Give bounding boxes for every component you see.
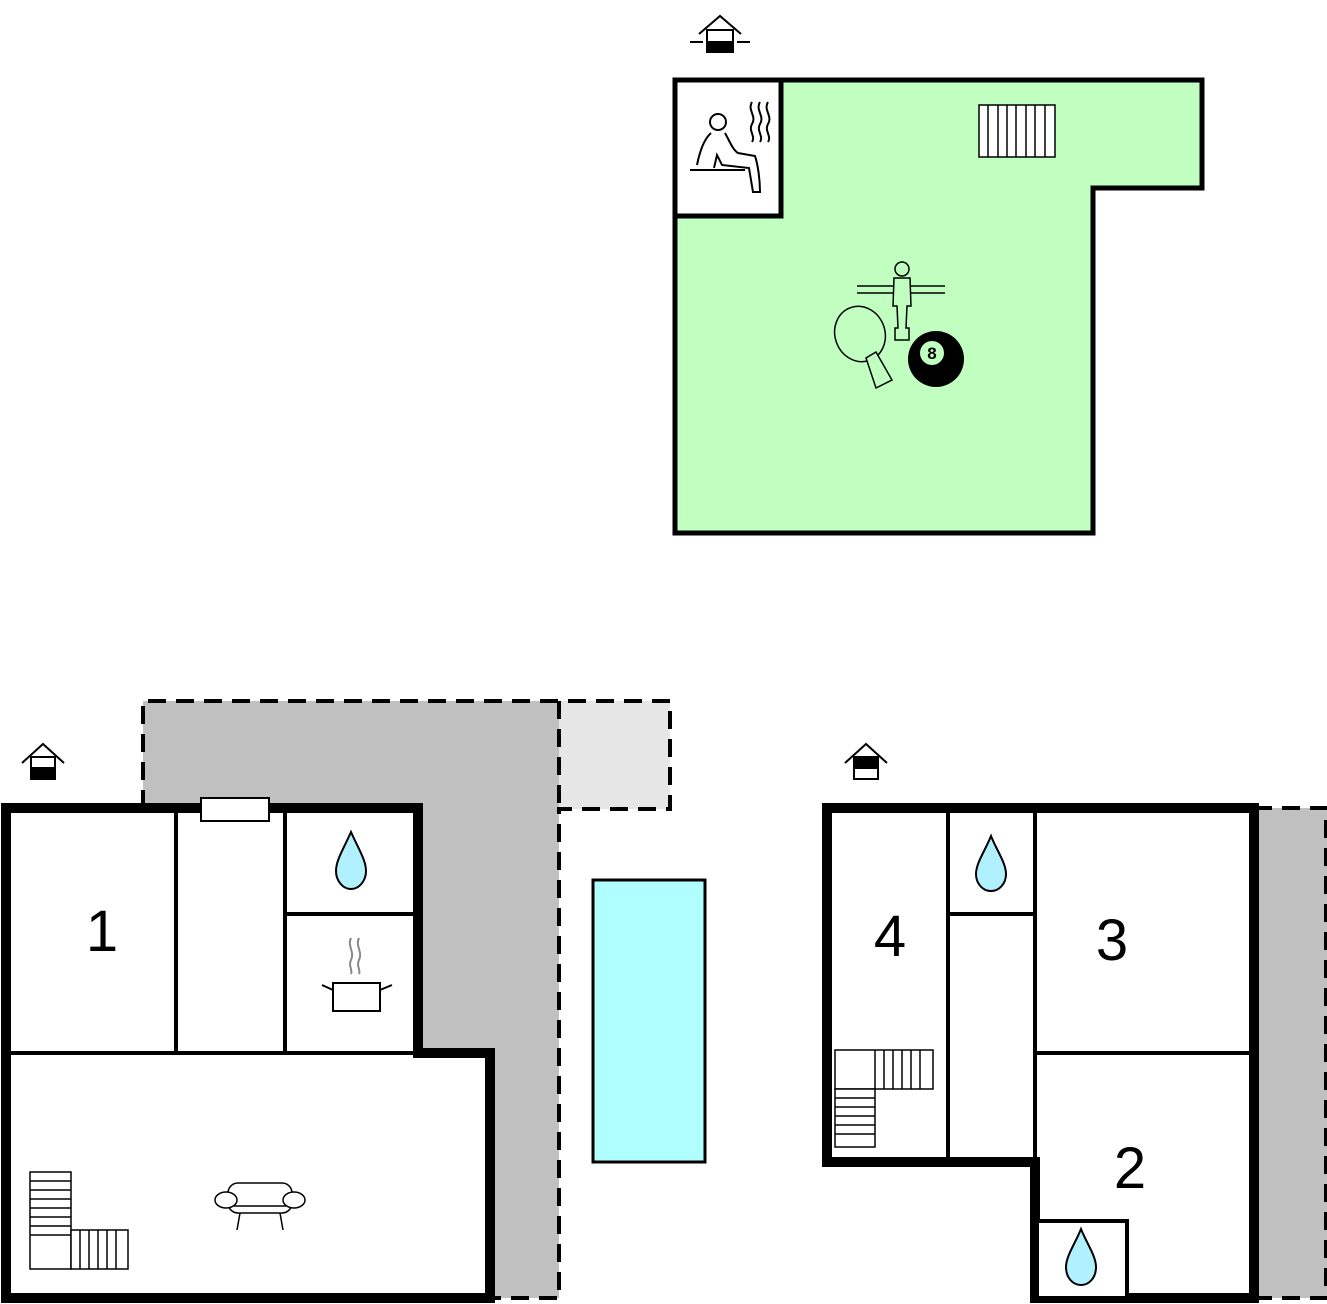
lower-right-building: 4 3 2 (822, 742, 1327, 1303)
sauna-room (672, 77, 784, 219)
swimming-pool (591, 878, 707, 1164)
stairs-icon (978, 104, 1056, 158)
terrace (143, 701, 559, 1298)
house-level-icon (690, 14, 750, 53)
house-level-icon (844, 742, 888, 780)
interior-walls (946, 808, 1254, 1162)
terrace-outline (141, 699, 672, 1300)
cooking-pot-icon (321, 937, 393, 1012)
billiard-ball-label: 8 (927, 344, 936, 363)
upper-floor: 8 (672, 14, 1205, 536)
lower-left-building: 1 (1, 699, 672, 1303)
room-3-label: 3 (1096, 908, 1128, 973)
terrace-outline (1254, 806, 1327, 1300)
room-1-label: 1 (86, 899, 118, 964)
room-2-label: 2 (1114, 1136, 1146, 1201)
sauna-icon (690, 101, 771, 193)
billiard-ball-icon: 8 (908, 331, 964, 387)
terrace (1254, 808, 1327, 1298)
water-drop-icon (334, 829, 368, 891)
window (200, 797, 270, 822)
terrace-light (559, 701, 670, 809)
stairs-icon (29, 1171, 129, 1270)
upper-floor-area (672, 77, 1205, 536)
water-drop-icon (1064, 1226, 1098, 1287)
house-level-icon (21, 742, 65, 780)
room-4-label: 4 (874, 904, 906, 969)
water-drop-icon (974, 833, 1008, 893)
interior-walls (6, 808, 418, 1055)
table-tennis-icon (833, 305, 894, 390)
sofa-icon (214, 1182, 306, 1231)
stairs-icon (834, 1049, 934, 1148)
table-football-icon (857, 261, 945, 341)
